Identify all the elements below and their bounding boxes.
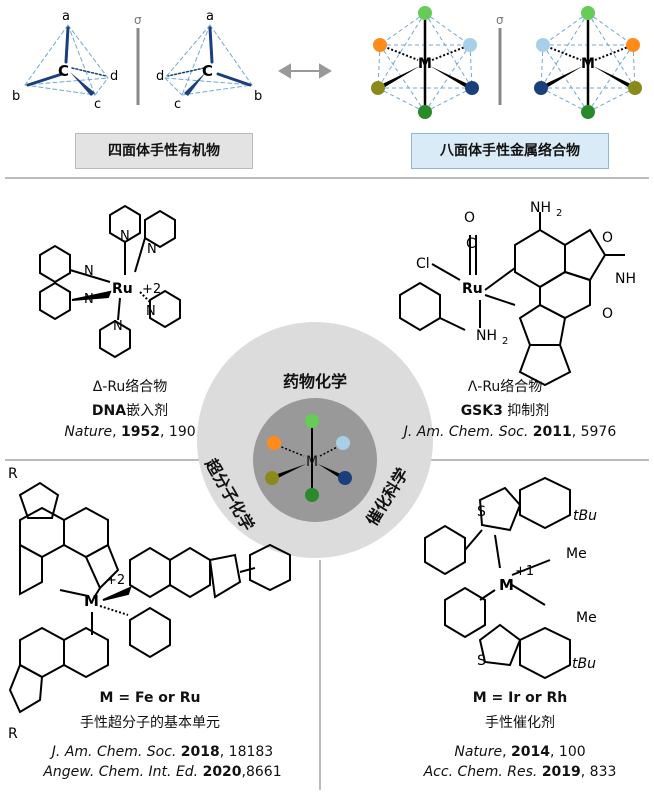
q2-ru: Ru (462, 281, 483, 297)
q4-charge: +1 (515, 564, 534, 579)
q1-n3: N (84, 264, 94, 279)
q3-ref1-journal: J. Am. Chem. Soc. (51, 744, 177, 760)
tetrahedral-chiral-organic-label: 四面体手性有机物 (75, 133, 253, 169)
q1-charge: +2 (142, 282, 161, 297)
q1-ref-year: 1952 (121, 424, 161, 440)
q2-ref-journal: J. Am. Chem. Soc. (403, 424, 529, 440)
q4-desc: 手性催化剂 (485, 715, 555, 731)
tetrahedron-left (24, 24, 109, 96)
tetra-label-c: c (94, 97, 101, 112)
q3-ref-1: J. Am. Chem. Soc. 2018, 18183 (20, 744, 305, 760)
tetra-r-center-c: C (202, 62, 213, 80)
tetra-r-label-c: c (174, 97, 181, 112)
q4-ref2-year: 2019 (541, 764, 581, 780)
q4-ref2-journal: Acc. Chem. Res. (423, 764, 538, 780)
q2-nh2-top-sub: 2 (556, 208, 562, 219)
ru-gsk3-structure (399, 212, 625, 387)
double-arrow-icon (278, 63, 332, 79)
fe-ru-phen-structure (8, 481, 291, 714)
q1-n2: N (147, 242, 157, 257)
q4-ref1-page: , 100 (550, 744, 586, 760)
q2-nh2-bottom: NH (476, 328, 497, 344)
octa-right-center-m: M (581, 56, 595, 72)
q1-use-bold: DNA (91, 403, 127, 419)
q3-desc: 手性超分子的基本单元 (80, 715, 220, 731)
q1-n5: N (113, 319, 123, 334)
q3-ref1-year: 2018 (180, 744, 220, 760)
q3-metal-def: M = Fe or Ru (99, 690, 201, 706)
q4-ref1-year: 2014 (511, 744, 551, 760)
q3-ref1-page: , 18183 (219, 744, 274, 760)
q1-n1: N (120, 229, 130, 244)
q1-use-rest: 嵌入剂 (126, 403, 169, 419)
q1-ref: Nature, 1952, 190 (64, 424, 196, 440)
q4-ref-2: Acc. Chem. Res. 2019, 833 (400, 764, 640, 780)
tetra-r-label-d: d (156, 69, 164, 84)
q2-o-top: O (464, 210, 475, 226)
tetra-center-c: C (58, 62, 69, 80)
ir-rh-catalyst-structure (424, 476, 571, 680)
ru-bpy-structure (39, 204, 181, 359)
q3-m: M (84, 592, 99, 610)
q2-ref: J. Am. Chem. Soc. 2011, 5976 (375, 424, 645, 440)
q1-n4: N (84, 292, 94, 307)
center-metal-m: M (306, 454, 318, 470)
octahedron-left (371, 6, 479, 119)
q1-ru: Ru (112, 281, 133, 297)
octahedron-right (534, 6, 642, 119)
q2-o-1: O (602, 230, 613, 246)
q2-o-2: O (602, 306, 613, 322)
q3-r-top: R (8, 466, 18, 482)
center-title-medicinal: 药物化学 (282, 372, 347, 391)
q2-ref-year: 2011 (532, 424, 572, 440)
q3-ref2-journal: Angew. Chem. Int. Ed. (43, 764, 199, 780)
q2-nh2-bottom-sub: 2 (502, 336, 508, 347)
q2-use-rest: 抑制剂 (502, 403, 550, 419)
q4-me-2: Me (576, 610, 597, 626)
tetrahedron-right (164, 24, 253, 96)
q2-nh2-top: NH (530, 200, 551, 216)
tetra-r-label-a: a (206, 9, 214, 24)
q4-ref-1: Nature, 2014, 100 (454, 744, 586, 760)
q4-ref2-page: , 833 (580, 764, 617, 780)
q1-use: DNA嵌入剂 (40, 400, 220, 420)
q3-ref-2: Angew. Chem. Int. Ed. 2020,8661 (10, 764, 315, 780)
octahedral-chiral-metal-complex-label: 八面体手性金属络合物 (411, 133, 609, 169)
q4-s-top: S (477, 504, 486, 520)
q4-me-1: Me (566, 546, 587, 562)
q1-complex-label: Δ-Ru络合物 (92, 379, 168, 395)
q2-ref-page: , 5976 (571, 424, 617, 440)
q3-r-bottom: R (8, 726, 18, 742)
q3-charge: +2 (106, 573, 125, 588)
q1-n6: N (146, 304, 156, 319)
q3-ref2-page: ,8661 (241, 764, 282, 780)
q2-use-bold: GSK3 (460, 403, 503, 419)
center-octahedron-icon (265, 414, 352, 502)
q1-ref-page: , 190 (160, 424, 196, 440)
q3-ref2-year: 2020 (202, 764, 242, 780)
q4-m: M (499, 576, 514, 594)
tetra-r-label-b: b (254, 89, 262, 104)
q2-nh: NH (615, 271, 636, 287)
tetra-label-b: b (12, 89, 20, 104)
q2-cl: Cl (416, 256, 430, 272)
q2-c: C (466, 236, 476, 252)
center-inner-circle (253, 398, 377, 522)
q4-ref1-journal: Nature (454, 744, 503, 760)
q4-tbu-top: tBu (573, 508, 597, 524)
q2-use: GSK3 抑制剂 (405, 400, 605, 420)
tetra-label-a: a (62, 9, 70, 24)
q2-complex-label: Λ-Ru络合物 (467, 379, 543, 395)
sigma-right: σ (496, 13, 504, 27)
q4-s-bottom: S (477, 653, 486, 669)
octa-left-center-m: M (418, 56, 432, 72)
q4-tbu-bottom: tBu (572, 656, 596, 672)
tetra-label-d: d (110, 69, 118, 84)
q4-metal-def: M = Ir or Rh (472, 690, 568, 706)
q1-ref-journal: Nature (64, 424, 113, 440)
sigma-left: σ (134, 13, 142, 27)
